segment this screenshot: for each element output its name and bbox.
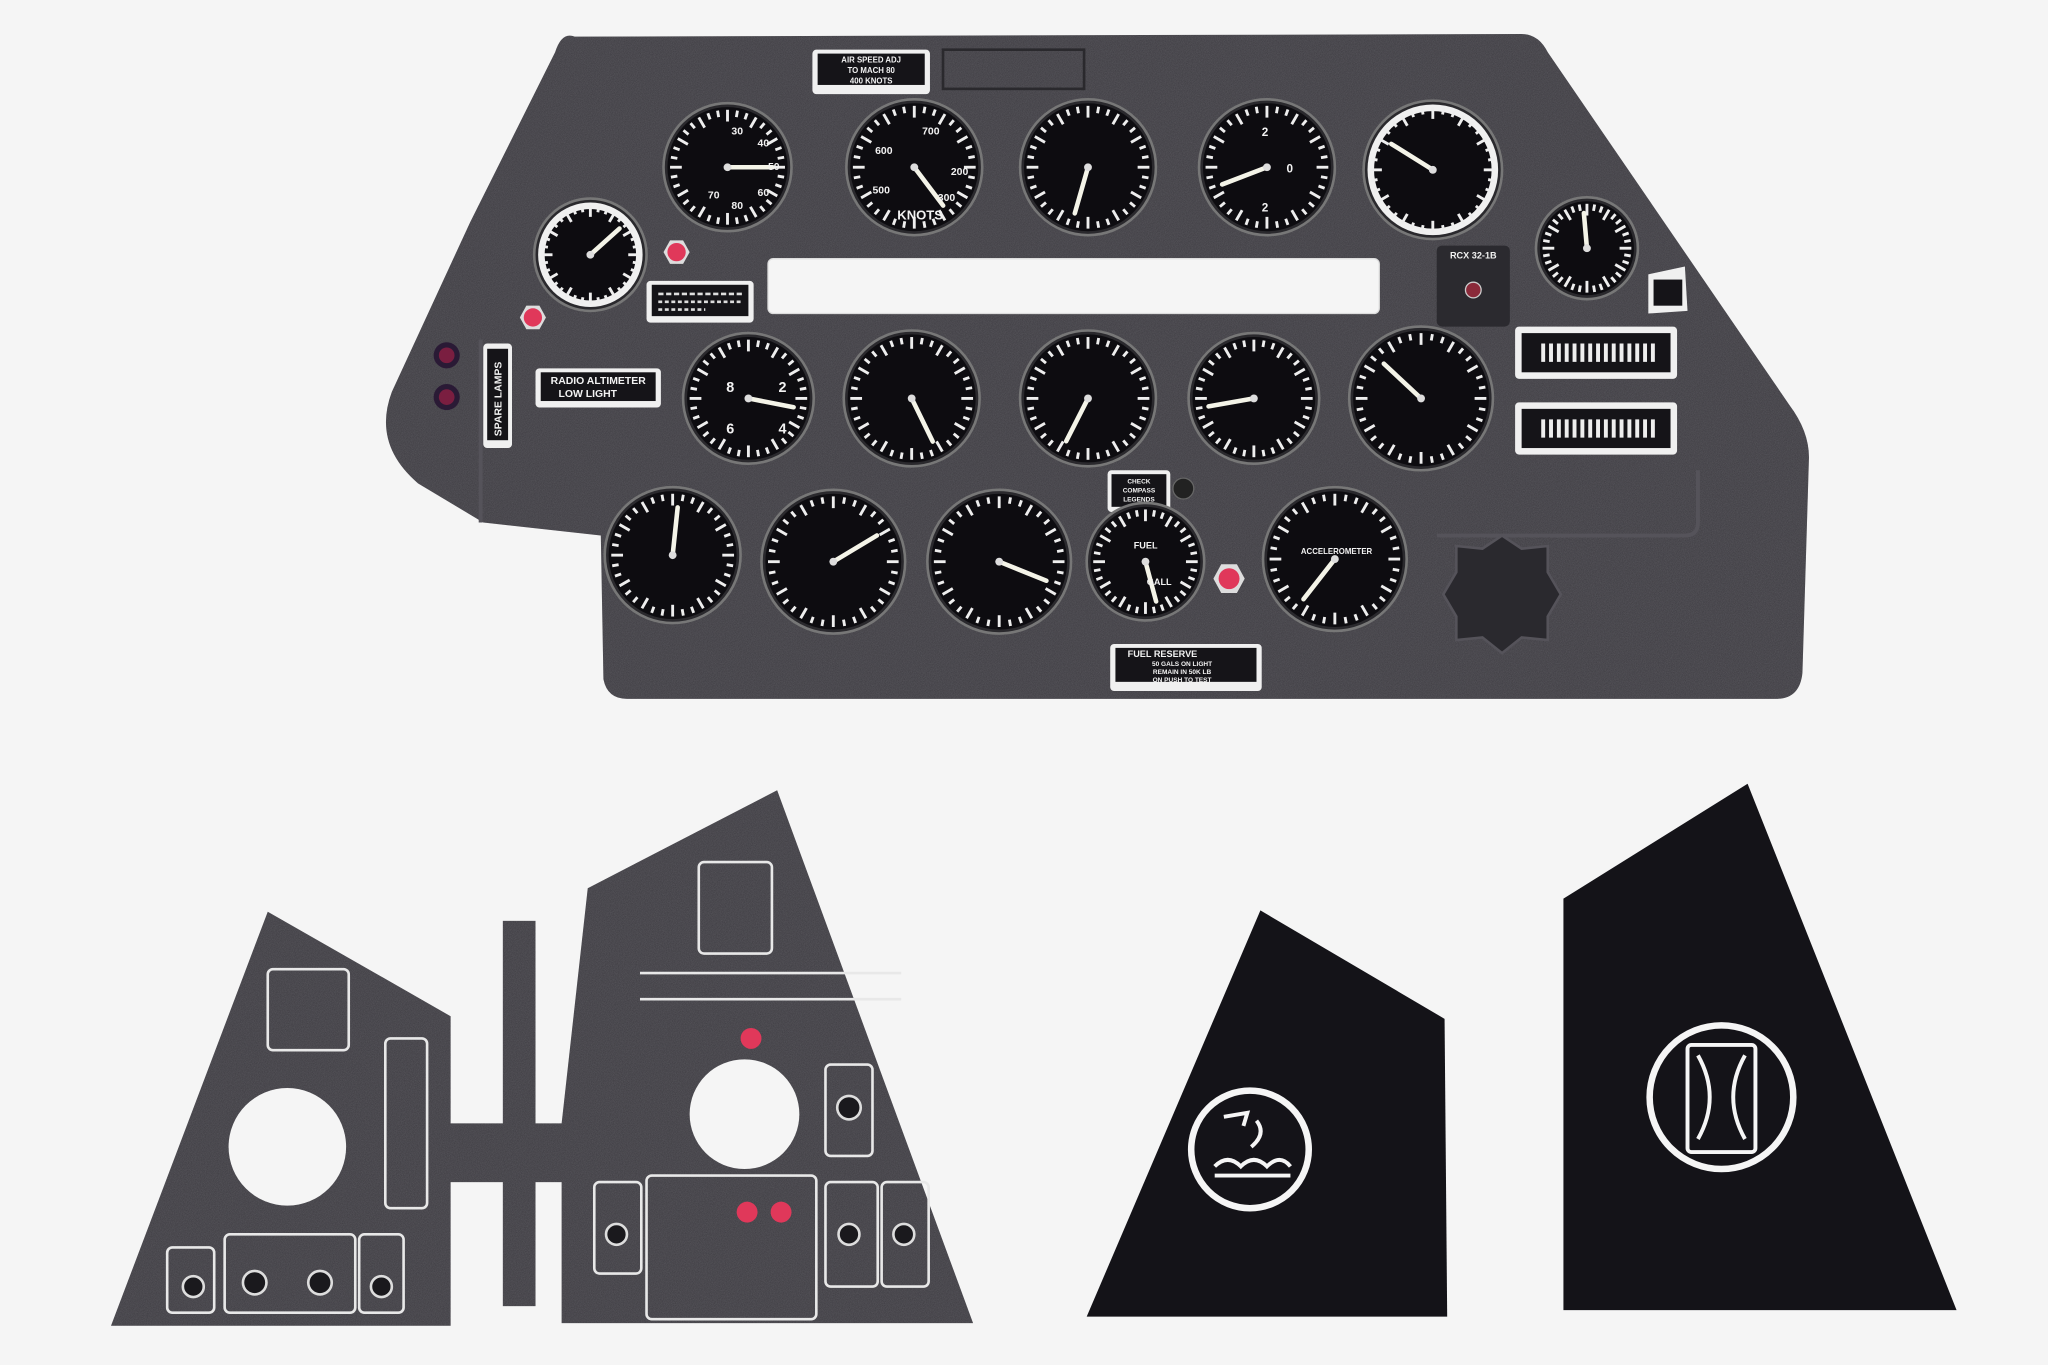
- placard-line: LOW LIGHT: [558, 389, 617, 400]
- instrument-cutout: [228, 1088, 347, 1206]
- dial-number: 30: [731, 127, 743, 138]
- dial-number: GALL: [1147, 577, 1172, 587]
- knots-label: KNOTS: [897, 207, 943, 222]
- tachometer: [1347, 325, 1495, 472]
- gauge-needle: [909, 396, 936, 444]
- gauge-needle: [588, 226, 622, 258]
- attitude-indicator: [1018, 98, 1158, 237]
- edge-placard: [1648, 266, 1688, 314]
- fuel-reserve-placard: FUEL RESERVE 50 GALS ON LIGHT REMAIN IN …: [1110, 643, 1262, 691]
- spare-lamp: [433, 384, 460, 411]
- warning-lamp[interactable]: [736, 1201, 758, 1223]
- instrument-cutout: [689, 1059, 800, 1170]
- placard-line: 50 GALS ON LIGHT: [1152, 661, 1212, 668]
- dial-number: 80: [731, 201, 743, 212]
- fuel-test-lamp[interactable]: [1213, 564, 1245, 594]
- placard-line: ON PUSH TO TEST: [1153, 677, 1212, 684]
- placard-line: FUEL RESERVE: [1128, 649, 1198, 659]
- directional-gyro: [1018, 329, 1158, 468]
- dial-number: 2: [1262, 126, 1269, 139]
- hydraulic-gear-icon: [1213, 1110, 1292, 1178]
- dial-number: 600: [875, 146, 893, 157]
- check-compass-placard: CHECK COMPASS LEGENDS: [1107, 470, 1195, 513]
- gauge-needle: [996, 559, 1049, 584]
- placard-line: COMPASS: [1123, 487, 1156, 494]
- gauge-needle: [1219, 164, 1270, 187]
- dial-number: FUEL: [1134, 541, 1158, 551]
- placard-line: RADIO ALTIMETER: [551, 376, 647, 387]
- fuel-gauge: [1085, 501, 1206, 622]
- side-console-panel: [111, 790, 974, 1326]
- compass: [1534, 195, 1640, 301]
- altimeter: [681, 331, 816, 466]
- gauge-needle: [831, 533, 880, 564]
- warning-lamp[interactable]: [663, 240, 690, 264]
- engine-gauge: [603, 485, 742, 625]
- center-slot: [767, 258, 1380, 315]
- placard-line: TO MACH 80: [848, 66, 896, 75]
- gauge-needle: [1381, 361, 1424, 401]
- warning-lamp[interactable]: [770, 1201, 792, 1223]
- dial-number: 700: [922, 127, 940, 138]
- airspeed-placard: AIR SPEED ADJ TO MACH 80 400 KNOTS: [812, 49, 930, 95]
- radio-altimeter-placard: RADIO ALTIMETER LOW LIGHT: [535, 368, 661, 408]
- warning-lamps: [433, 240, 1245, 594]
- gauge-needle: [1301, 556, 1338, 602]
- dial-number: 500: [872, 185, 890, 196]
- placard-line: AIR SPEED ADJ: [841, 56, 901, 65]
- engine-indicator-strips: [1515, 326, 1678, 455]
- accelerometer-label: ACCELEROMETER: [1301, 547, 1373, 556]
- gauge-needle: [911, 164, 946, 208]
- dial-number: 40: [758, 138, 770, 149]
- left-placard: [646, 280, 754, 323]
- spare-lamp: [433, 342, 460, 369]
- dial-number: 4: [778, 422, 786, 438]
- gauge-needle: [670, 505, 680, 558]
- gauge-needle: [1388, 141, 1436, 173]
- dial-number: 6: [726, 422, 734, 438]
- placard-text: RCX 32-1B: [1450, 251, 1497, 261]
- gauge-needle: [1206, 396, 1257, 409]
- manifold-pressure-gauge: [662, 101, 793, 233]
- dial-number: 200: [951, 167, 969, 178]
- hydraulic-pressure-gauge: [926, 488, 1073, 635]
- dial-number: 70: [708, 191, 720, 202]
- panel-knob: [1441, 533, 1563, 655]
- airspeed-indicator: [845, 98, 984, 237]
- dial-number: 2: [778, 380, 786, 396]
- placard-line: LEGENDS: [1123, 497, 1155, 504]
- gauge-needle: [1072, 164, 1091, 216]
- turn-indicator: [842, 329, 981, 468]
- placard-line: REMAIN IN 50K LB: [1153, 669, 1212, 676]
- gear-indicator-panel: [1563, 783, 1957, 1311]
- hydraulic-panel: [1086, 910, 1448, 1317]
- placard-line: 400 KNOTS: [850, 77, 893, 86]
- landing-gear-indicator-icon: [1685, 1042, 1758, 1155]
- main-instrument-panel: AIR SPEED ADJ TO MACH 80 400 KNOTS RADIO…: [385, 34, 1809, 699]
- dial-number: 300: [938, 193, 956, 204]
- spare-lamps-placard: SPARE LAMPS: [483, 343, 512, 449]
- clock-gauge: [532, 197, 648, 313]
- rcx-placard: RCX 32-1B: [1436, 245, 1510, 327]
- oil-pressure-gauge: [1362, 99, 1504, 241]
- dial-number: 50: [768, 162, 780, 173]
- gauge-needle: [1581, 210, 1590, 251]
- dial-number: 2: [1262, 202, 1269, 215]
- dial-number: 0: [1287, 162, 1294, 175]
- dial-number: 60: [758, 188, 770, 199]
- placard-line: CHECK: [1127, 478, 1150, 485]
- warning-lamp[interactable]: [519, 305, 546, 330]
- gauge-needle: [1143, 559, 1159, 604]
- accelerometer: [1261, 485, 1408, 633]
- gauge-needle: [1063, 396, 1091, 444]
- bank-indicator: [1187, 331, 1321, 466]
- dial-number: 8: [726, 380, 734, 396]
- vertical-speed-indicator: [1197, 98, 1337, 237]
- gauges: [532, 98, 1640, 635]
- temperature-gauge: [760, 488, 907, 635]
- gauge-needle: [746, 396, 796, 410]
- warning-lamp[interactable]: [740, 1027, 762, 1049]
- placard-text: SPARE LAMPS: [494, 362, 505, 437]
